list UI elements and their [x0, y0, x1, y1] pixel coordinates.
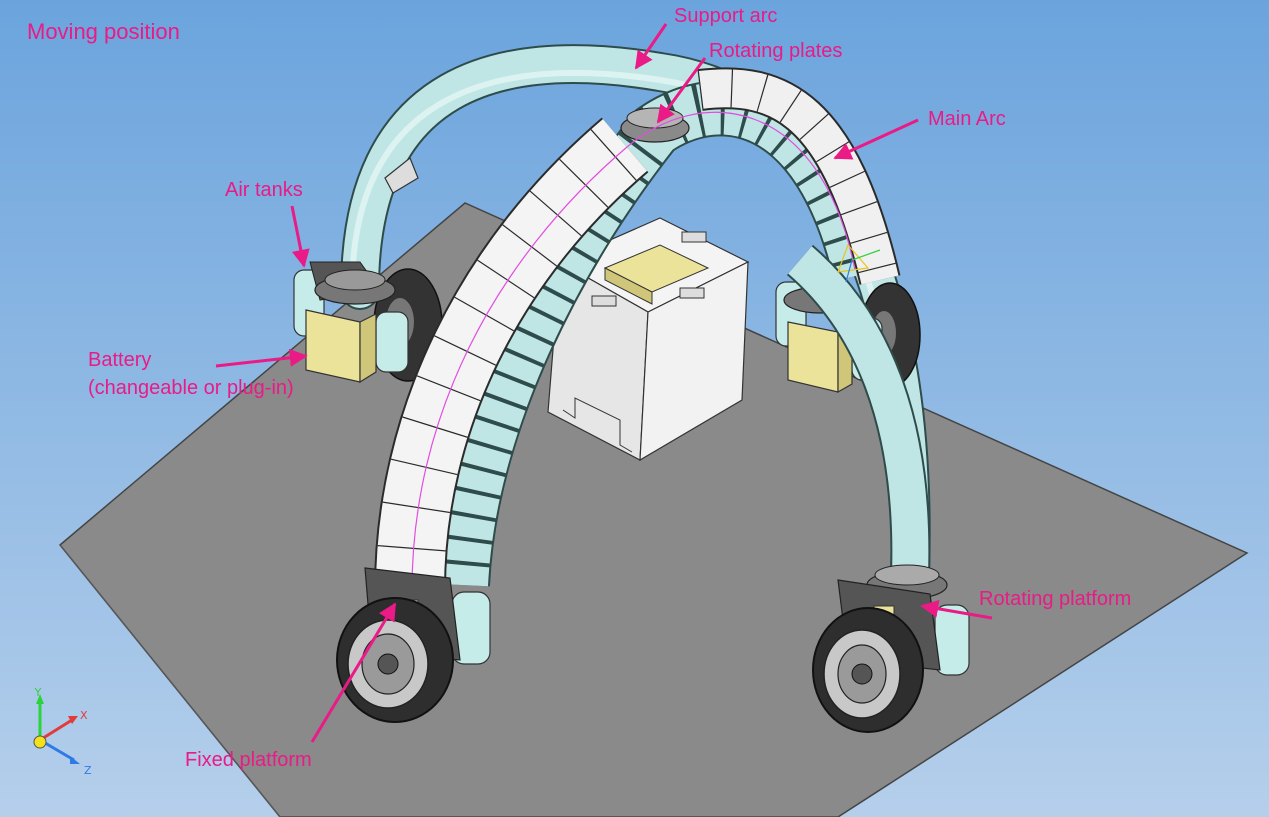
battery-label-line1: Battery: [88, 349, 152, 371]
support-arc-arrow: [634, 23, 668, 70]
rotating-plates: [374, 67, 901, 591]
battery-label: Battery (changeable or plug-in): [88, 346, 328, 402]
rotating-plates-label: Rotating plates: [709, 40, 843, 62]
battery-arrow: [215, 348, 308, 368]
front-right-wheel: [812, 607, 924, 733]
rotating-plates-arrow: [656, 57, 707, 124]
rotating-platform-label: Rotating platform: [979, 588, 1132, 610]
view-title: Moving position: [27, 19, 180, 44]
support-arc-front-leg: [786, 244, 931, 576]
fixed-platform-label: Fixed platform: [185, 749, 312, 771]
arc-frame-triad-icon: [837, 243, 881, 283]
axis-y-label: Y: [34, 686, 42, 699]
back-left-platform: [293, 261, 409, 373]
main-arc-label: Main Arc: [928, 108, 1006, 130]
rotating-platform-arrow: [920, 599, 993, 620]
axis-x-label: X: [80, 709, 88, 722]
axis-z-label: Z: [84, 764, 92, 777]
battery-left: [305, 309, 377, 384]
annotation-arrows: [215, 23, 993, 743]
air-tanks-label: Air tanks: [225, 179, 303, 201]
front-left-wheel: [336, 597, 454, 723]
battery-label-line2: (changeable or plug-in): [88, 377, 294, 399]
view-axis-triad: Y X Z: [33, 686, 92, 777]
air-tanks-arrow: [290, 205, 310, 268]
main-arc-arrow: [833, 118, 919, 160]
fixed-platform-arrow: [310, 602, 397, 743]
support-arc-label: Support arc: [674, 5, 778, 27]
